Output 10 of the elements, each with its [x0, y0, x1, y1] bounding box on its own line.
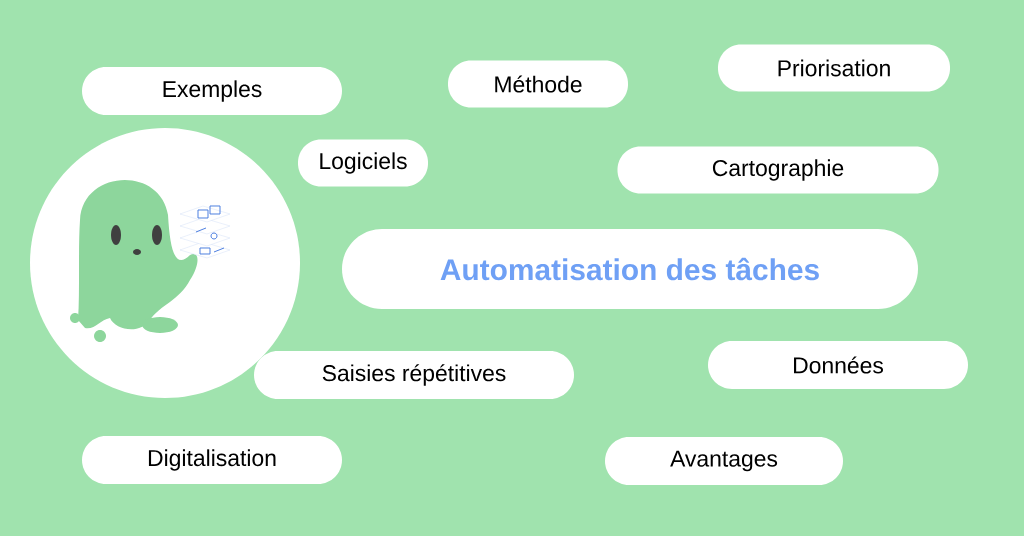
keyword-pill: Priorisation — [718, 44, 950, 92]
keyword-pill: Saisies répétitives — [254, 351, 574, 399]
keyword-pill: Digitalisation — [82, 436, 342, 484]
keyword-pill: Avantages — [605, 437, 843, 485]
keyword-pill: Méthode — [448, 60, 628, 108]
keyword-pill: Exemples — [82, 67, 342, 115]
title-pill: Automatisation des tâches — [342, 229, 918, 309]
keyword-pill: Cartographie — [617, 146, 939, 194]
keyword-pill: Données — [708, 341, 968, 389]
keyword-pill: Logiciels — [298, 139, 428, 187]
